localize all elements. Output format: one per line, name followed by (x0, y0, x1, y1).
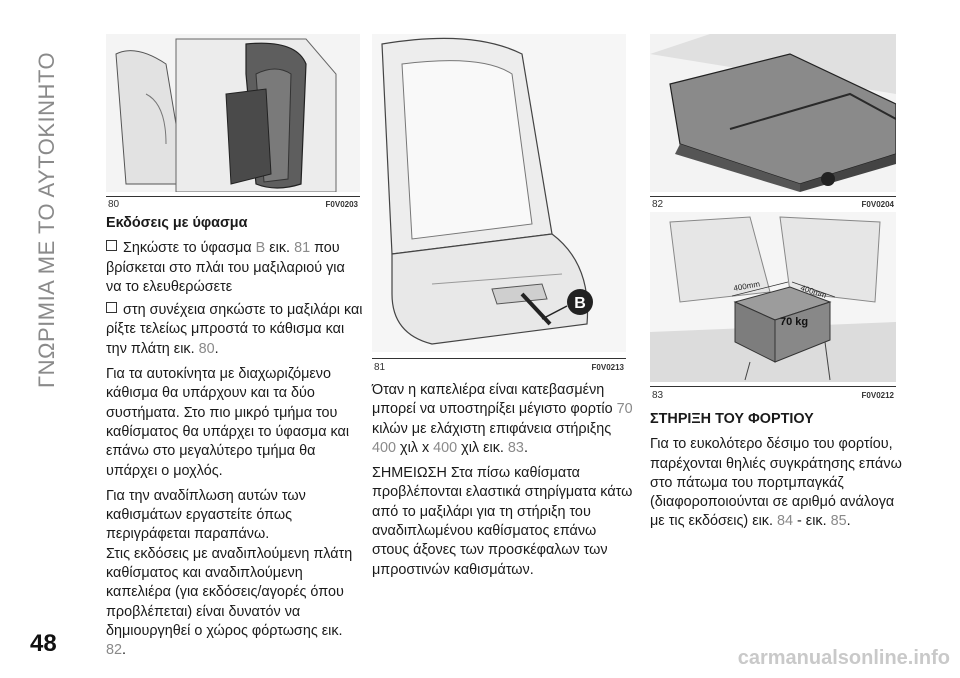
label-b-circle (567, 289, 593, 315)
figure-81-number: 81 (374, 362, 386, 373)
load-floor-illustration (650, 34, 896, 192)
col1-bullet-2: στη συνέχεια σηκώστε το μαξιλάρι και ρίξ… (106, 302, 363, 357)
figure-82-code: F0V0204 (861, 200, 894, 209)
figure-82-image (650, 34, 896, 192)
col3-heading: ΣΤΗΡΙΞΗ ΤΟΥ ΦΟΡΤΙΟΥ (650, 411, 814, 427)
col3-paragraph-1: Για το ευκολότερο δέσιμο του φορτίου, πα… (650, 436, 902, 530)
col1-heading: Εκδόσεις με ύφασμα (106, 215, 248, 231)
label-b: B (574, 295, 586, 312)
col1-text: Εκδόσεις με ύφασμα Σηκώστε το ύφασμα B ε… (106, 214, 364, 667)
col1-paragraph-2: Για την αναδίπλωση αυτών των καθισμάτων … (106, 487, 306, 543)
section-side-title: ΓΝΩΡΙΜΙΑ ΜΕ ΤΟ ΑΥΤΟΚΙΝΗΤΟ (34, 51, 59, 388)
col1-bullet-1: Σηκώστε το ύφασμα B εικ. 81 που βρίσκετα… (106, 240, 345, 295)
weight-label: 70 kg (780, 316, 808, 328)
figure-83-code: F0V0212 (861, 391, 894, 400)
figure-81-code: F0V0213 (591, 363, 624, 372)
figure-80-code: F0V0203 (325, 200, 358, 209)
checkbox-bullet-icon (106, 302, 117, 314)
cargo-box-illustration: 400mm 400mm 70 kg (650, 212, 896, 382)
figure-80-number: 80 (108, 199, 120, 210)
figure-83-number: 83 (652, 390, 664, 401)
figure-81-rule (372, 358, 626, 359)
figure-82-rule (650, 196, 896, 197)
folded-seat-illustration (106, 34, 360, 192)
col3-text: ΣΤΗΡΙΞΗ ΤΟΥ ΦΟΡΤΙΟΥ Για το ευκολότερο δέ… (650, 410, 902, 538)
watermark: carmanualsonline.info (737, 647, 950, 669)
figure-83-rule (650, 386, 896, 387)
col2-paragraph-1: Όταν η καπελιέρα είναι κατεβασμένη μπορε… (372, 382, 633, 456)
page-number: 48 (30, 630, 57, 657)
figure-83-image: 400mm 400mm 70 kg (650, 212, 896, 382)
col2-note: ΣΗΜΕΙΩΣΗ Στα πίσω καθίσματα προβλέπονται… (372, 465, 633, 578)
seat-side-illustration: B (372, 34, 626, 352)
figure-80-rule (106, 196, 360, 197)
figure-82-number: 82 (652, 199, 664, 210)
checkbox-bullet-icon (106, 240, 117, 252)
figure-80-image (106, 34, 360, 192)
col2-text: Όταν η καπελιέρα είναι κατεβασμένη μπορε… (372, 381, 634, 586)
figure-81-image: B (372, 34, 626, 352)
col1-paragraph-3: Στις εκδόσεις με αναδιπλούμενη πλάτη καθ… (106, 545, 353, 659)
col1-paragraph-1: Για τα αυτοκίνητα με διαχωριζόμενο κάθισ… (106, 366, 350, 479)
